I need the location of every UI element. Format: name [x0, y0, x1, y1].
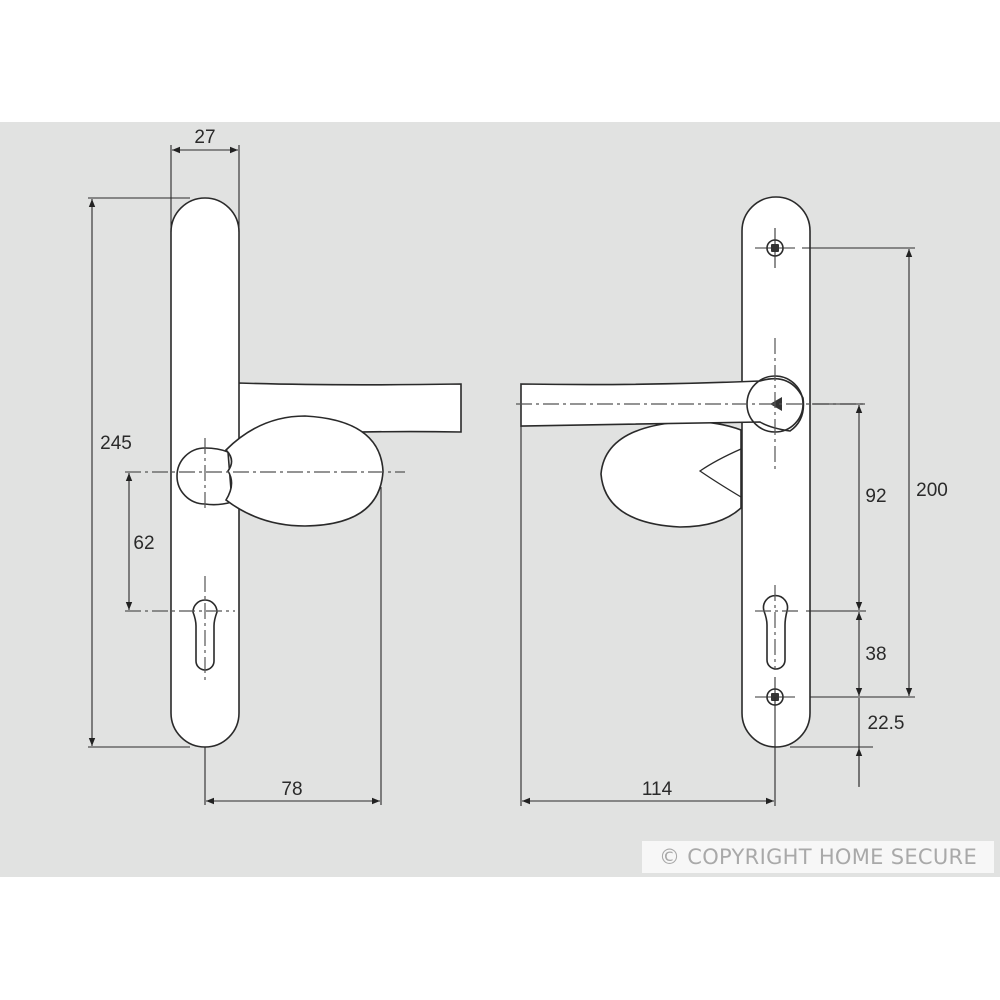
left-center-lines: [125, 438, 405, 680]
left-dimension-labels: 27 245 62 78: [100, 127, 302, 800]
left-dimensions: [88, 145, 382, 805]
spindle-marker: [770, 397, 782, 411]
dim-62: 62: [133, 533, 154, 554]
dim-114: 114: [642, 779, 673, 800]
right-knob: [600, 420, 742, 528]
dim-27: 27: [194, 127, 215, 148]
right-lever: [520, 377, 805, 432]
left-knob: [224, 415, 384, 527]
dim-245: 245: [100, 433, 132, 454]
dim-38: 38: [865, 644, 886, 665]
right-knob-notch: [698, 448, 742, 498]
right-dimensions: [520, 247, 915, 806]
dim-200: 200: [916, 480, 948, 501]
right-backplate: [741, 196, 811, 748]
dim-92: 92: [865, 486, 886, 507]
dim-22-5: 22.5: [868, 713, 905, 734]
right-center-lines: [516, 338, 865, 670]
right-dimension-labels: 200 92 38 22.5 114: [642, 480, 948, 800]
dim-78: 78: [281, 779, 302, 800]
right-handle-view: [520, 196, 811, 748]
copyright-watermark: © COPYRIGHT HOME SECURE: [642, 841, 994, 873]
